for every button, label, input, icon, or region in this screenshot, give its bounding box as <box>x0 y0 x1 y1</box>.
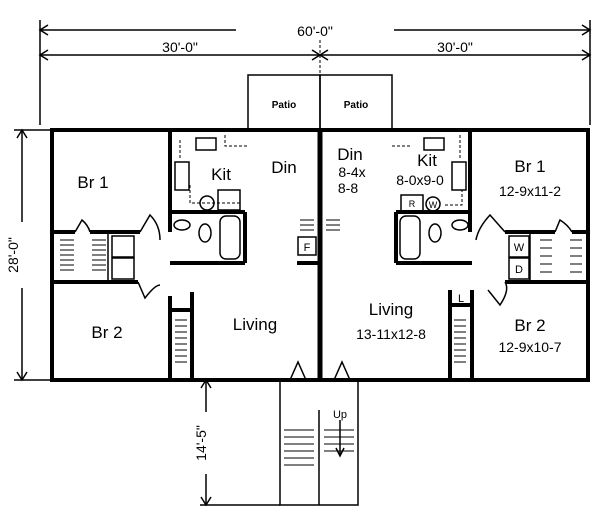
room-label-din-left: Din <box>271 158 297 177</box>
linen-label: L <box>458 293 464 305</box>
patio-right-label: Patio <box>344 100 368 111</box>
refrigerator-label: R <box>409 199 416 209</box>
bathtub-icon <box>219 215 241 260</box>
stairs <box>279 379 359 506</box>
sink-icon <box>423 137 445 151</box>
dim-left-half: 30'-0" <box>162 39 198 55</box>
patio-left-label: Patio <box>272 100 296 111</box>
dim-depth: 28'-0" <box>5 237 21 273</box>
room-label-br2-left: Br 2 <box>91 323 122 342</box>
room-label-br1-right: Br 1 <box>514 157 545 176</box>
br1-size: 12-9x11-2 <box>499 183 561 199</box>
lavatory-icon <box>173 219 191 231</box>
room-label-kit-left: Kit <box>211 165 231 184</box>
room-label-living-right: Living <box>369 300 413 319</box>
washer-label: W <box>514 242 525 254</box>
dim-overall-width: 60'-0" <box>297 23 333 39</box>
din-size-line1: 8-4x <box>338 164 365 180</box>
dim-stair-depth: 14'-5" <box>193 425 209 461</box>
furnace-label: F <box>304 242 311 254</box>
bathtub-icon <box>399 215 421 260</box>
range-icon <box>451 161 467 191</box>
refrigerator-icon <box>400 194 424 212</box>
furnace-icon <box>297 236 317 256</box>
room-label-kit-right: Kit <box>417 151 437 170</box>
water-heater-icon <box>425 196 441 212</box>
kit-size: 8-0x9-0 <box>396 172 444 188</box>
fixtures <box>60 135 582 381</box>
range-icon <box>174 161 190 191</box>
living-size: 13-11x12-8 <box>356 326 426 342</box>
toilet-icon <box>428 223 442 243</box>
room-label-din-right: Din <box>337 145 363 164</box>
toilet-icon <box>198 223 212 243</box>
room-label-br2-right: Br 2 <box>514 316 545 335</box>
stairs-up-label: Up <box>333 409 347 421</box>
room-label-br1-left: Br 1 <box>77 173 108 192</box>
din-size-line2: 8-8 <box>338 180 358 196</box>
water-heater-label: W <box>429 200 438 210</box>
room-label-living-left: Living <box>233 315 277 334</box>
dryer-label: D <box>515 264 523 276</box>
br2-size: 12-9x10-7 <box>498 339 561 355</box>
refrigerator-icon <box>217 189 241 211</box>
lavatory-icon <box>451 219 469 231</box>
dim-right-half: 30'-0" <box>437 39 473 55</box>
sink-icon <box>195 137 217 151</box>
